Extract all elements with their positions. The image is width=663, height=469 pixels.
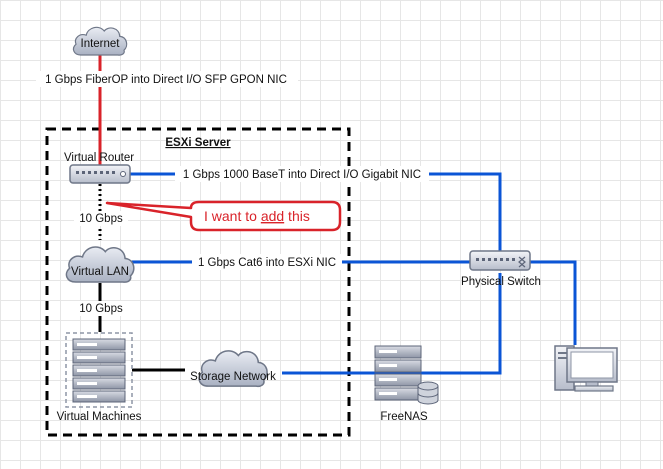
freenas-label: FreeNAS	[380, 411, 428, 423]
virtual-machines-icon[interactable]	[65, 332, 133, 408]
fiber-link-label: 1 Gbps FiberOP into Direct I/O SFP GPON …	[45, 74, 287, 86]
freenas-server-icon[interactable]	[374, 345, 439, 405]
desktop-computer-icon[interactable]	[554, 345, 618, 392]
router-lan-label: 10 Gbps	[79, 213, 123, 225]
baset-link-label: 1 Gbps 1000 BaseT into Direct I/O Gigabi…	[183, 169, 421, 181]
virtual-lan-label: Virtual LAN	[71, 266, 129, 278]
storage-link	[282, 273, 502, 375]
router-icon[interactable]	[69, 164, 131, 184]
router-label: Virtual Router	[64, 152, 134, 164]
callout-suffix: this	[284, 208, 310, 224]
storage-network-label: Storage Network	[190, 371, 276, 383]
physical-switch-icon[interactable]	[469, 250, 531, 271]
switch-pc-link	[530, 260, 577, 345]
esxi-server-title: ESXi Server	[165, 137, 231, 149]
esxi-server-boundary	[45, 127, 351, 437]
cat6-link-label: 1 Gbps Cat6 into ESXi NIC	[198, 257, 336, 269]
virtual-machines-label: Virtual Machines	[57, 411, 142, 423]
callout-prefix: I want to	[204, 208, 261, 224]
physical-switch-label: Physical Switch	[461, 276, 541, 288]
annotation-callout	[105, 200, 342, 232]
callout-emph: add	[261, 208, 284, 224]
lan-vms-label: 10 Gbps	[79, 303, 123, 315]
callout-text: I want to add this	[204, 208, 310, 224]
internet-label: Internet	[81, 38, 121, 50]
